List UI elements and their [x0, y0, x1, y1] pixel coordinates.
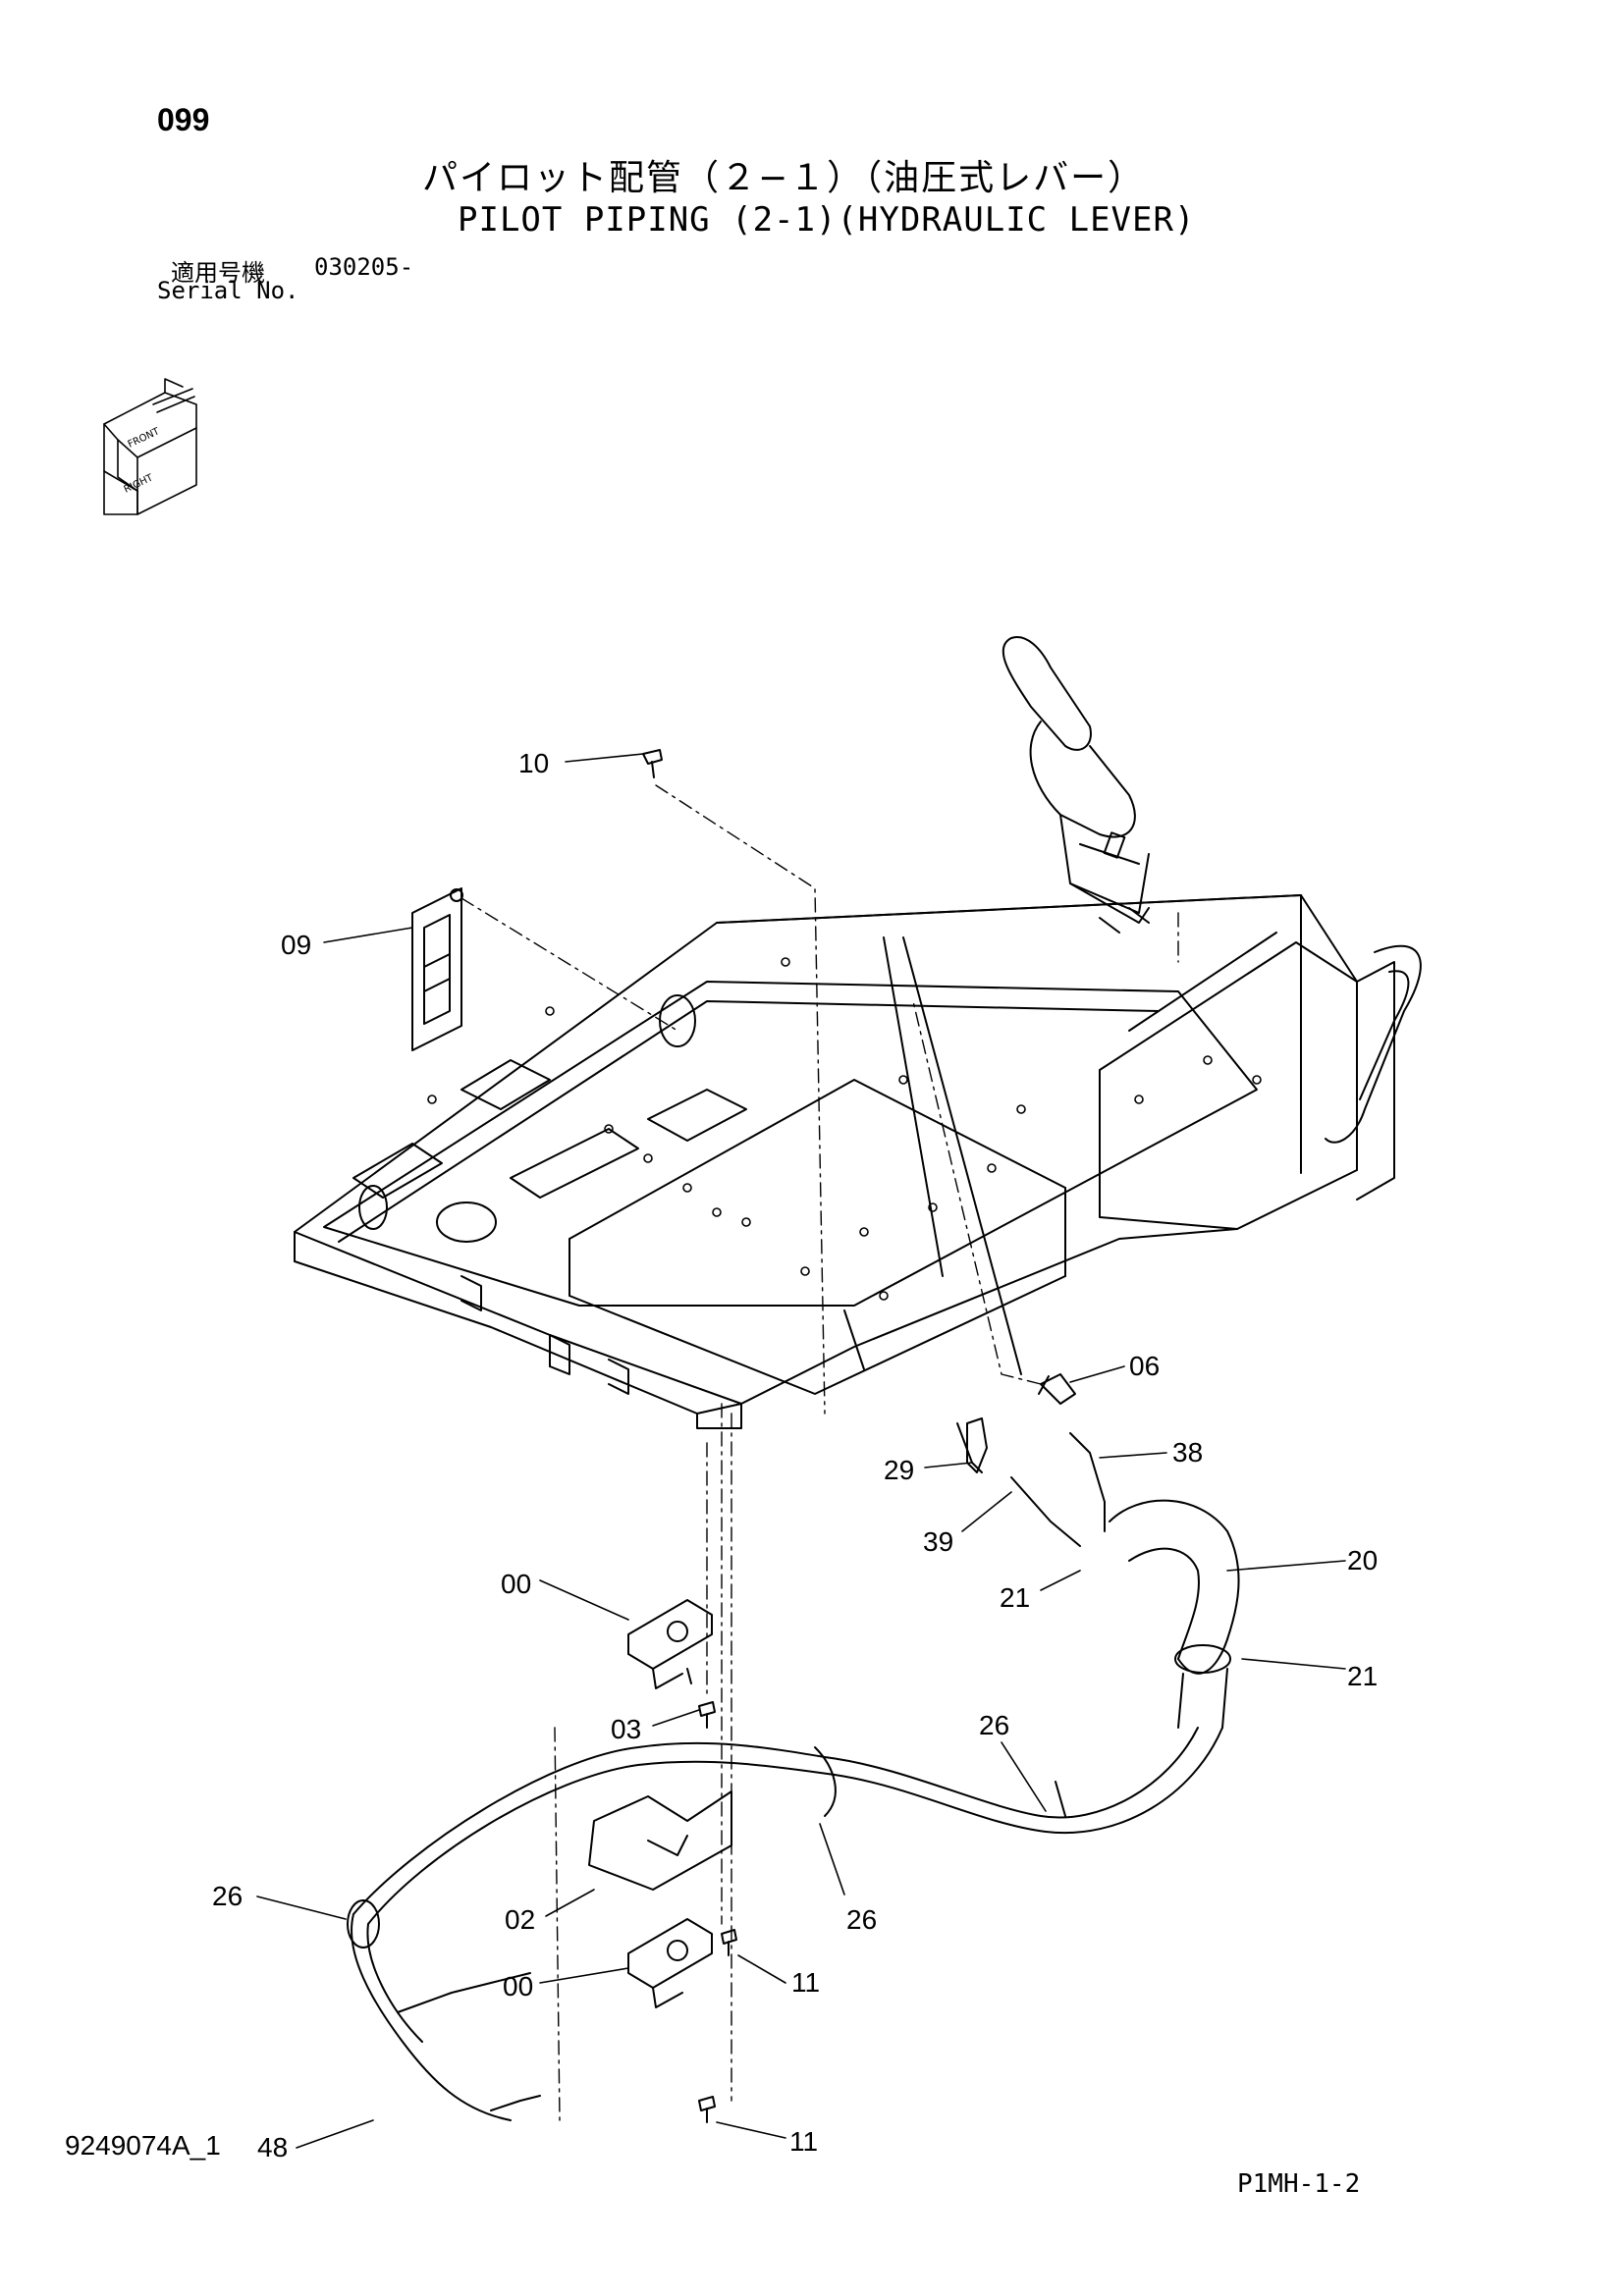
- callout-29: 29: [884, 1455, 915, 1485]
- callout-21-upper: 21: [1000, 1582, 1031, 1613]
- callout-38: 38: [1172, 1437, 1204, 1468]
- callout-11-lower: 11: [789, 2126, 819, 2157]
- callout-03: 03: [611, 1714, 642, 1744]
- control-lever: [1001, 636, 1150, 934]
- callout-21-lower: 21: [1347, 1661, 1379, 1691]
- bolt-10: [642, 749, 663, 778]
- callout-26-right: 26: [979, 1710, 1010, 1740]
- callout-00-lower: 00: [503, 1971, 534, 2002]
- callout-26-left: 26: [212, 1881, 244, 1911]
- callout-00-upper: 00: [501, 1569, 532, 1599]
- strap-09: [411, 887, 463, 1051]
- callout-10: 10: [518, 748, 550, 778]
- platform-frame: [294, 894, 1422, 1429]
- bracket-00-lower: [627, 1918, 713, 2008]
- bolt-03: [698, 1701, 716, 1729]
- callout-20: 20: [1347, 1545, 1379, 1575]
- pilot-hoses: [883, 936, 1106, 1547]
- page-title-japanese: パイロット配管（２−１）（油圧式レバー）: [422, 158, 1146, 198]
- page-title-english: PILOT PIPING (2-1)(HYDRAULIC LEVER): [458, 200, 1196, 240]
- front-icon-label: FRONT: [127, 426, 162, 451]
- bracket-00-upper: [627, 1599, 713, 1689]
- callout-09: 09: [281, 930, 312, 960]
- callout-06: 06: [1129, 1351, 1161, 1381]
- serial-label-english: Serial No.: [157, 277, 299, 304]
- fitting-06: [1038, 1373, 1076, 1405]
- bolt-11-lower: [698, 2096, 716, 2123]
- callout-39: 39: [923, 1526, 954, 1557]
- hose-bundle-sleeve: [1109, 1499, 1240, 1729]
- callout-11-upper: 11: [791, 1967, 821, 1998]
- serial-label-japanese: 適用号機: [171, 259, 265, 287]
- callout-02: 02: [505, 1904, 536, 1935]
- callout-26-center: 26: [846, 1904, 878, 1935]
- leader-lines: [256, 753, 1346, 2149]
- right-icon-label: RIGHT: [123, 472, 156, 496]
- page-code: P1MH-1-2: [1237, 2169, 1361, 2199]
- orientation-icon: FRONT RIGHT: [103, 378, 197, 515]
- hose-routing: [347, 1727, 1223, 2121]
- bolt-11-upper: [721, 1929, 737, 1956]
- document-id: 9249074A_1: [65, 2130, 221, 2161]
- serial-range: 030205-: [314, 253, 414, 281]
- callout-48: 48: [257, 2132, 289, 2163]
- page-number: 099: [157, 102, 210, 137]
- assembly-lines: [460, 784, 1179, 2121]
- bracket-02: [588, 1790, 732, 1891]
- fitting-29: [966, 1417, 988, 1473]
